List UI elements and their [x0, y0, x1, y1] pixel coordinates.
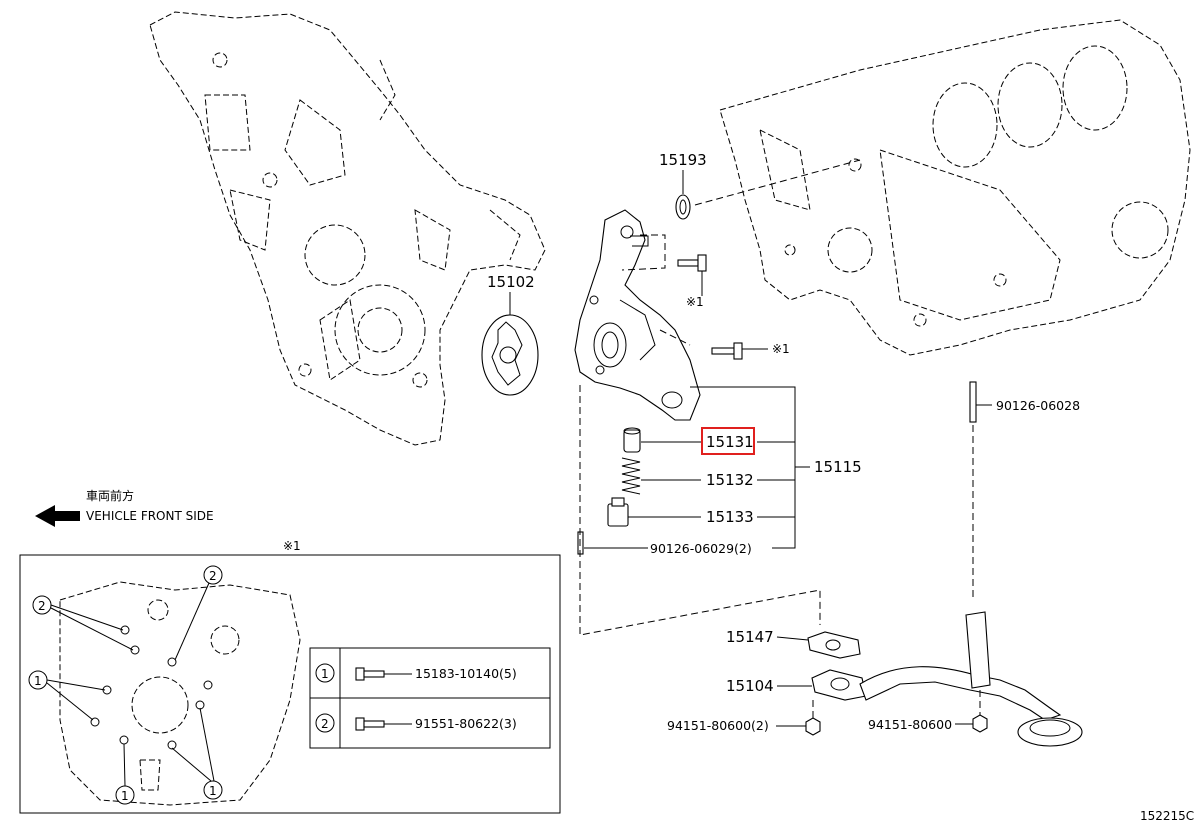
- svg-text:2: 2: [38, 599, 46, 613]
- bolt-middle: [711, 342, 768, 360]
- nut-right: [955, 690, 988, 733]
- svg-text:2: 2: [209, 569, 217, 583]
- note-mark-middle: ※1: [772, 342, 790, 356]
- label-15147[interactable]: 15147: [726, 628, 774, 646]
- front-side-en: VEHICLE FRONT SIDE: [86, 509, 214, 523]
- front-side-jp: 車両前方: [86, 488, 134, 503]
- guide-line-15193: [694, 159, 861, 206]
- inset-detail-box: ※1 2 2: [19, 539, 561, 814]
- inset-callout-1c: 1: [171, 707, 223, 800]
- label-94151-right[interactable]: 94151-80600: [868, 717, 952, 732]
- vehicle-front-arrow-icon: [35, 505, 80, 527]
- oil-pump-body: [574, 209, 701, 421]
- label-90126-06029[interactable]: 90126-06029(2): [650, 541, 752, 556]
- inset-legend-table: 1 2 15183-10140(5) 91551-80622(3): [309, 647, 551, 749]
- label-94151-left[interactable]: 94151-80600(2): [667, 718, 769, 733]
- inset-title: ※1: [283, 539, 301, 553]
- svg-text:1: 1: [121, 789, 129, 803]
- inset-callout-2a: 2: [174, 565, 223, 661]
- gasket-15147: [776, 631, 861, 659]
- svg-text:1: 1: [209, 784, 217, 798]
- stud-90126-06028: [969, 381, 992, 600]
- label-15193[interactable]: 15193: [659, 151, 707, 169]
- relief-valve-15131: [623, 427, 641, 453]
- spring-15132: [621, 457, 641, 495]
- engine-block: [719, 19, 1191, 356]
- oil-pump-rotor-15102: [481, 292, 539, 396]
- label-15115[interactable]: 15115: [814, 458, 862, 476]
- legend-part-1: 15183-10140(5): [415, 666, 517, 681]
- guide-line-strainer: [579, 385, 821, 636]
- figure-code: 152215C: [1140, 809, 1194, 823]
- label-15133[interactable]: 15133: [706, 508, 754, 526]
- pump-guide-upper: [621, 234, 666, 271]
- label-15102[interactable]: 15102: [487, 273, 535, 291]
- nut-left: [776, 700, 821, 736]
- legend-part-2: 91551-80622(3): [415, 716, 517, 731]
- timing-chain-cover: [149, 11, 546, 446]
- oil-strainer-15104: [777, 611, 1083, 747]
- inset-callout-1b: 1: [115, 743, 135, 805]
- pump-guide-mid: [659, 329, 691, 346]
- label-15132[interactable]: 15132: [706, 471, 754, 489]
- legend-num-1: 1: [321, 667, 329, 681]
- legend-num-2: 2: [321, 717, 329, 731]
- highlight-box-15131: [701, 427, 755, 455]
- label-15104[interactable]: 15104: [726, 677, 774, 695]
- label-90126-06028[interactable]: 90126-06028: [996, 398, 1080, 413]
- label-15131[interactable]: 15131: [706, 433, 754, 451]
- inset-callout-2b: 2: [32, 595, 134, 651]
- inset-callout-1a: 1: [28, 670, 106, 721]
- oil-seal-15193: [675, 170, 691, 220]
- note-mark-upper: ※1: [686, 295, 704, 309]
- plug-15133: [607, 497, 629, 527]
- bolt-upper: [677, 254, 707, 296]
- svg-text:1: 1: [34, 674, 42, 688]
